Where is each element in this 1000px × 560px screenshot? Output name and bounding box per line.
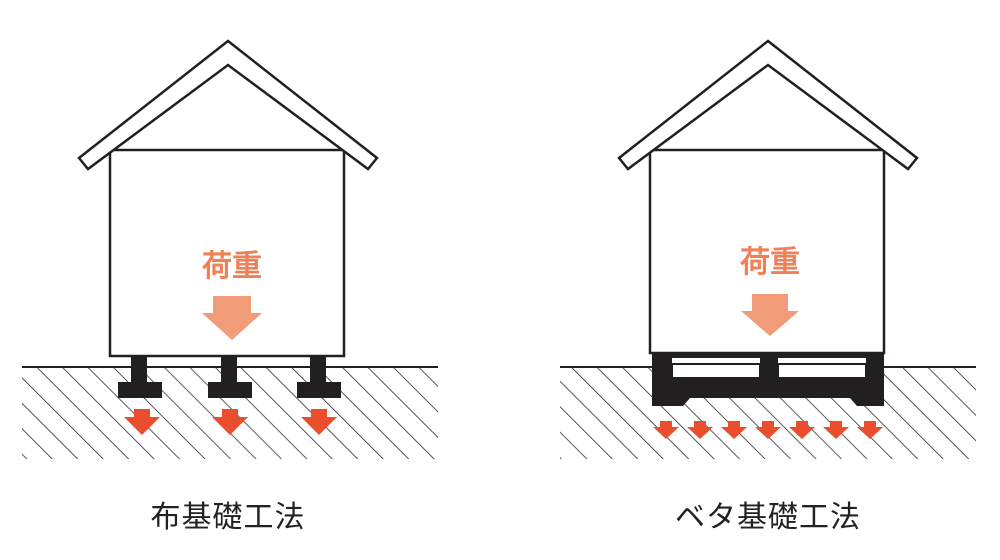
pressure-arrow [301,409,337,435]
mat-foundation [652,353,884,406]
pressure-arrow [755,421,781,439]
load-arrow [741,294,799,336]
strip-footing [208,356,252,398]
pressure-arrow [124,409,160,435]
pressure-arrow [212,409,248,435]
pressure-arrow [857,421,883,439]
pressure-arrows [124,409,337,435]
pressure-arrow [721,421,747,439]
pressure-arrow [653,421,679,439]
house-roof [77,39,379,171]
strip-footing [297,356,341,398]
load-label: 荷重 [202,249,262,284]
house-roof [617,39,919,171]
right-panel: 荷重 [560,39,976,459]
pressure-arrow [823,421,849,439]
load-arrow [202,296,262,340]
load-label: 荷重 [740,245,800,280]
pressure-arrow [687,421,713,439]
strip-footing [118,356,162,398]
pressure-arrows [653,421,883,439]
pressure-arrow [789,421,815,439]
left-panel: 荷重 [22,39,438,459]
caption-strip-foundation: 布基礎工法 [150,500,306,535]
caption-mat-foundation: ベタ基礎工法 [675,500,861,535]
